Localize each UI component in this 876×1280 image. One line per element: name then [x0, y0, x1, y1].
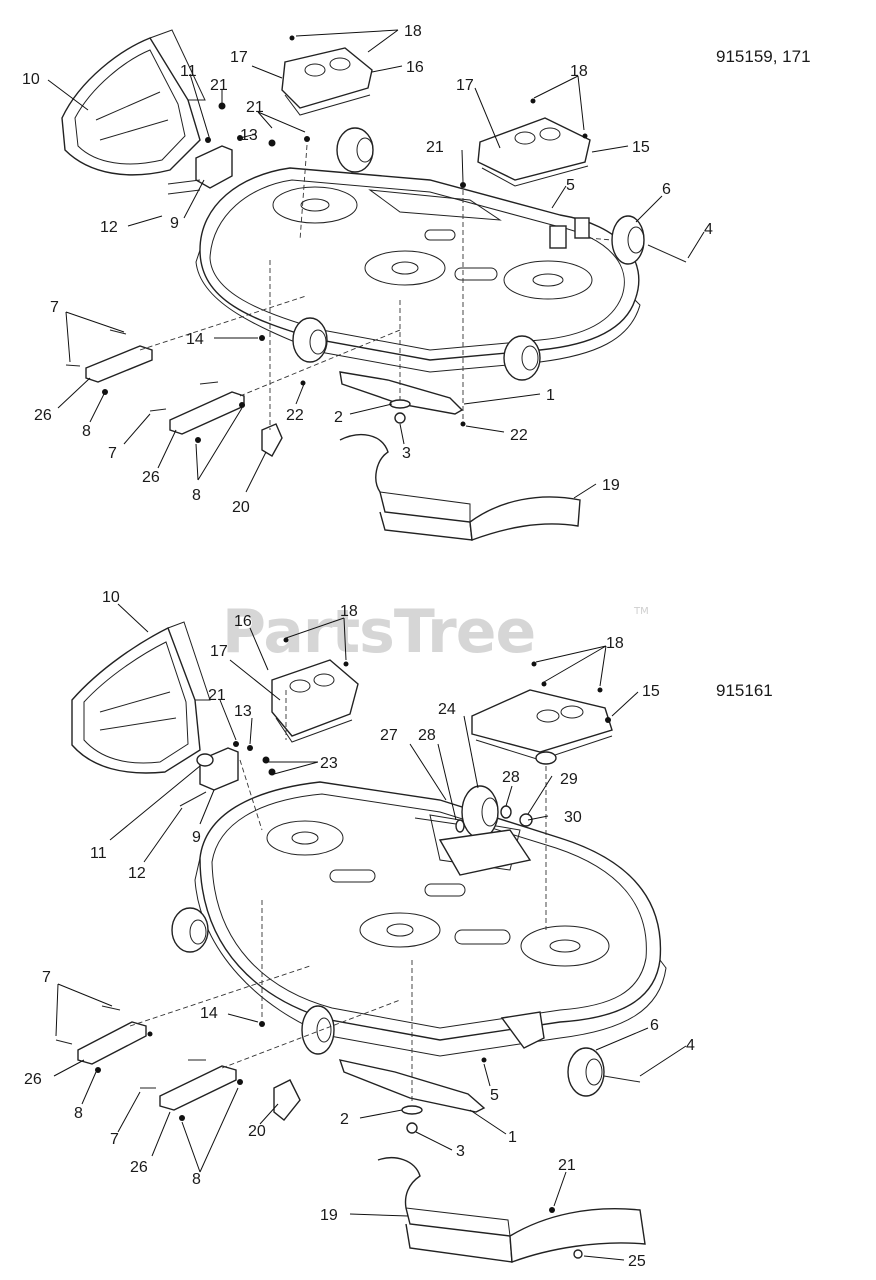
watermark-trademark: TM	[633, 606, 649, 617]
callout-12: 12	[128, 865, 146, 882]
callout-11: 11	[180, 63, 197, 80]
callout-7: 7	[42, 969, 51, 986]
callout-10: 10	[102, 589, 120, 606]
callout-8: 8	[74, 1105, 83, 1122]
callout-17: 17	[456, 77, 474, 94]
callout-26: 26	[130, 1159, 148, 1176]
callout-15: 15	[632, 139, 650, 156]
callout-9: 9	[170, 215, 179, 232]
callout-27: 27	[380, 727, 398, 744]
leaders-bottom	[53, 603, 687, 1261]
callout-14: 14	[186, 331, 204, 348]
mulch-baffle-top	[339, 433, 581, 541]
callout-20: 20	[248, 1123, 266, 1140]
callout-9: 9	[192, 829, 201, 846]
callout-20: 20	[232, 499, 250, 516]
callout-28: 28	[418, 727, 436, 744]
callout-26: 26	[24, 1071, 42, 1088]
blade-assembly-bottom	[273, 1059, 486, 1134]
mower-deck-housing-top	[195, 167, 641, 373]
callout-30: 30	[564, 809, 582, 826]
callout-10: 10	[22, 71, 40, 88]
callout-22: 22	[510, 427, 528, 444]
callouts-top: 18 17 16 10 11 21 13 21 17 18 15 21 5 6 …	[22, 23, 713, 516]
callout-3: 3	[456, 1143, 465, 1160]
callout-19: 19	[602, 477, 620, 494]
callout-18: 18	[340, 603, 358, 620]
callout-21: 21	[210, 77, 228, 94]
callout-3: 3	[402, 445, 411, 462]
callout-18: 18	[570, 63, 588, 80]
assembly-lines-top	[139, 144, 613, 430]
callout-14: 14	[200, 1005, 218, 1022]
bottom-assembly-view: 9 15 16 1	[24, 589, 773, 1270]
mulch-cover-plate-right-top	[477, 117, 591, 187]
callout-22: 22	[286, 407, 304, 424]
gauge-wheels-top	[292, 127, 687, 381]
mulch-cover-plate-left-bottom	[271, 659, 359, 743]
callout-26: 26	[34, 407, 52, 424]
callout-21: 21	[208, 687, 226, 704]
callout-1: 1	[508, 1129, 517, 1146]
callout-2: 2	[340, 1111, 349, 1128]
callout-19: 19	[320, 1207, 338, 1224]
leaders-top	[47, 29, 705, 499]
callout-16: 16	[234, 613, 252, 630]
callout-16: 16	[406, 59, 424, 76]
callout-2: 2	[334, 409, 343, 426]
mulch-cover-plate-right-bottom	[471, 689, 613, 765]
callout-4: 4	[704, 221, 713, 238]
callout-21: 21	[558, 1157, 576, 1174]
model-number-top: 915159, 171	[716, 47, 811, 66]
callout-18: 18	[404, 23, 422, 40]
callout-21: 21	[426, 139, 444, 156]
callout-11: 11	[90, 845, 107, 862]
model-number-bottom: 915161	[716, 681, 773, 700]
callout-4: 4	[686, 1037, 695, 1054]
callout-15: 15	[642, 683, 660, 700]
discharge-chute-top	[61, 29, 206, 176]
callout-1: 1	[546, 387, 555, 404]
callout-5: 5	[490, 1087, 499, 1104]
callout-18: 18	[606, 635, 624, 652]
callout-21: 21	[246, 99, 264, 116]
callout-8: 8	[192, 1171, 201, 1188]
callout-26: 26	[142, 469, 160, 486]
callout-25: 25	[628, 1253, 646, 1270]
callouts-bottom: 10 16 18 17 21 13 18 15 23 27 28 24 28 2…	[24, 589, 695, 1270]
callout-17: 17	[210, 643, 228, 660]
callout-29: 29	[560, 771, 578, 788]
callout-6: 6	[662, 181, 671, 198]
watermark: PartsTree	[222, 597, 535, 667]
mower-deck-housing-bottom	[194, 781, 667, 1057]
callout-12: 12	[100, 219, 118, 236]
callout-7: 7	[110, 1131, 119, 1148]
hanger-brackets-bottom	[55, 1005, 265, 1121]
mulch-cover-plate-left-top	[281, 47, 373, 116]
callout-13: 13	[240, 127, 258, 144]
gauge-wheel-center-bottom	[414, 785, 533, 876]
callout-28: 28	[502, 769, 520, 786]
assembly-lines-bottom	[129, 690, 547, 1104]
blade-assembly-top	[261, 371, 466, 457]
callout-8: 8	[192, 487, 201, 504]
callout-6: 6	[650, 1017, 659, 1034]
callout-23: 23	[320, 755, 338, 772]
callout-7: 7	[50, 299, 59, 316]
top-assembly-view: 915159, 171	[22, 23, 811, 541]
chute-brackets-bottom	[179, 637, 611, 807]
gauge-wheels-bottom	[171, 907, 641, 1097]
callout-8: 8	[82, 423, 91, 440]
callout-13: 13	[234, 703, 252, 720]
callout-7: 7	[108, 445, 117, 462]
callout-17: 17	[230, 49, 248, 66]
callout-5: 5	[566, 177, 575, 194]
hanger-brackets-top	[65, 329, 265, 443]
mulch-baffle-bottom	[377, 1157, 646, 1263]
callout-24: 24	[438, 701, 456, 718]
discharge-chute-bottom	[71, 621, 211, 774]
